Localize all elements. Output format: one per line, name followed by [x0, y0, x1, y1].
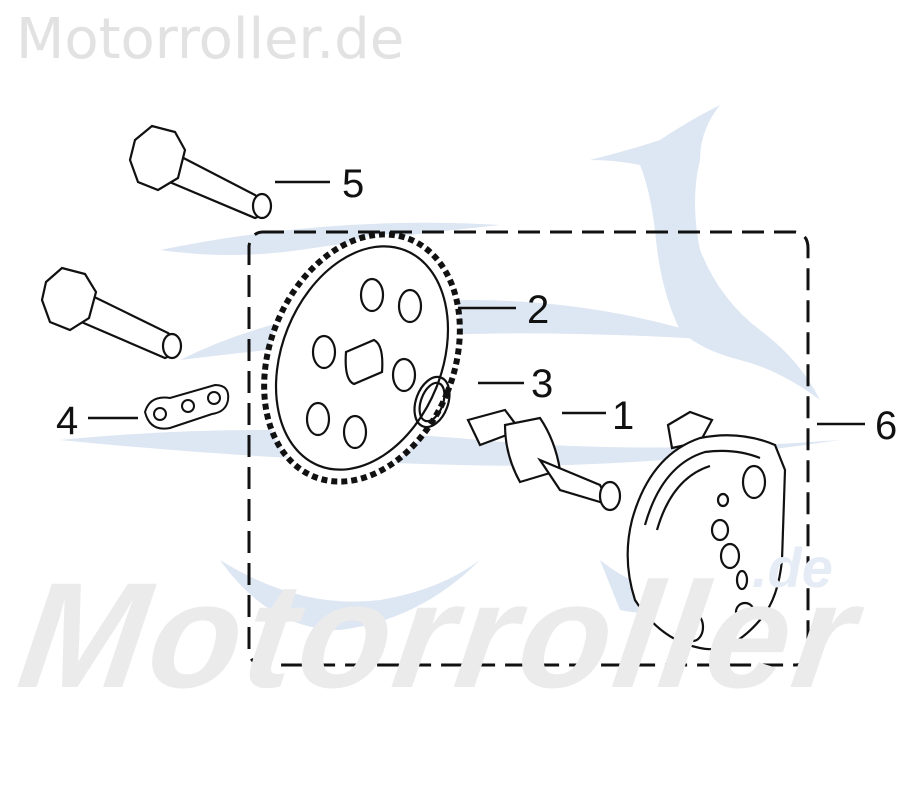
bolt-5-icon [128, 124, 273, 220]
callout-4: 4 [56, 399, 79, 443]
callout-1: 1 [612, 394, 635, 438]
bolt-icon [40, 266, 183, 360]
watermark-domain-suffix: .de [752, 536, 833, 599]
watermark-bottom-text: Motorroller [10, 551, 870, 719]
oil-pump-6-icon [626, 410, 787, 651]
sprocket-2-icon [261, 231, 463, 485]
shaft-1-icon [466, 408, 622, 512]
watermark-top-text: Motorroller.de [16, 7, 405, 72]
callout-6: 6 [875, 404, 898, 448]
chain-link-4-icon [143, 383, 230, 430]
callout-5: 5 [342, 162, 365, 206]
group-boundary [247, 230, 810, 667]
circlip-3-icon [413, 375, 451, 429]
callout-2: 2 [527, 288, 550, 332]
callout-3: 3 [531, 362, 554, 406]
